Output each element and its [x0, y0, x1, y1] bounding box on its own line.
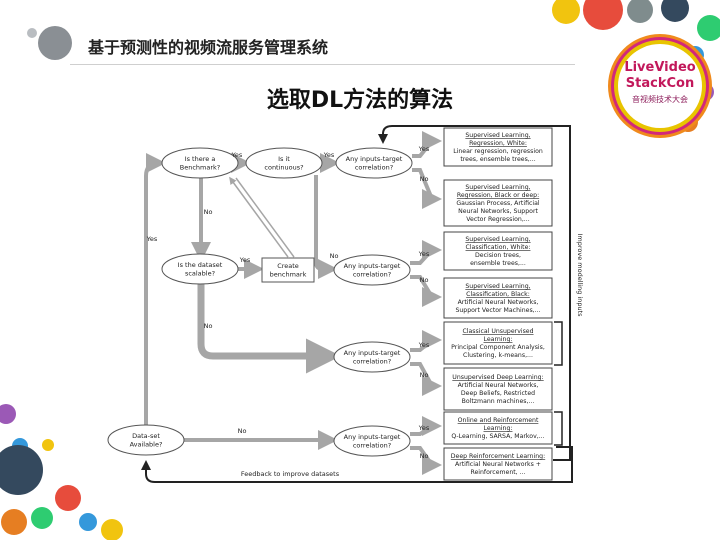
method-title: Classification, Black:	[466, 291, 530, 298]
edge-label-no: No	[420, 371, 429, 379]
create-benchmark-label: benchmark	[270, 271, 307, 279]
method-body: Artificial Neural Networks,	[458, 382, 539, 389]
method-body: Principal Component Analysis,	[451, 344, 545, 351]
decision-label: Available?	[130, 441, 163, 449]
method-body: Vector Regression,...	[466, 216, 529, 223]
edge-label-no: No	[420, 452, 429, 460]
feedback-label: Feedback to improve datasets	[241, 470, 340, 478]
decision-label: correlation?	[353, 358, 391, 366]
method-body: Q-Learning, SARSA, Markov,...	[451, 433, 544, 440]
method-title: Supervised Learning,	[465, 184, 530, 191]
method-body: Neural Networks, Support	[458, 208, 538, 215]
method-body: trees, ensemble trees,...	[460, 156, 535, 163]
method-body: Artificial Neural Networks +	[455, 461, 541, 468]
decision-label: Any inputs-target	[344, 349, 401, 357]
bracket	[554, 322, 562, 365]
decision-label: correlation?	[353, 442, 391, 450]
decision-label: Any inputs-target	[346, 155, 403, 163]
decision-label: continuous?	[264, 164, 303, 172]
decision-label: correlation?	[353, 271, 391, 279]
method-title: Supervised Learning,	[465, 132, 530, 139]
method-body: Linear regression, regression	[453, 148, 543, 155]
method-title: Regression, White:	[469, 140, 527, 147]
method-body: ensemble trees,...	[470, 260, 526, 267]
connector	[230, 178, 288, 257]
decision-label: Is it	[278, 155, 290, 163]
method-title: Regression, Black or deep:	[457, 192, 539, 199]
method-body: Deep Beliefs, Restricted	[461, 390, 535, 397]
decision-label: Data-set	[132, 432, 160, 440]
edge-label-no: No	[330, 252, 339, 260]
method-body: Decision trees,	[475, 252, 521, 259]
method-title: Online and Reinforcement	[458, 417, 539, 424]
connector	[201, 281, 334, 356]
method-title: Supervised Learning,	[465, 236, 530, 243]
improve-inputs-label: Improve modelling inputs	[576, 233, 584, 317]
method-body: Boltzmann machines,...	[462, 398, 535, 405]
method-body: Reinforcement, ...	[470, 469, 525, 476]
edge-label-yes: Yes	[418, 145, 430, 153]
edge-label-yes: Yes	[418, 250, 430, 258]
edge-label-no: No	[204, 208, 213, 216]
edge-label-yes: Yes	[323, 151, 335, 159]
decision-label: Any inputs-target	[344, 433, 401, 441]
method-title: Classical Unsupervised	[462, 328, 533, 335]
bracket	[554, 412, 562, 445]
method-body: Support Vector Machines,...	[455, 307, 540, 314]
connector	[236, 178, 294, 257]
method-title: Learning:	[484, 425, 513, 432]
method-title: Deep Reinforcement Learning:	[451, 453, 545, 460]
method-title: Classification, White:	[466, 244, 531, 251]
method-body: Clustering, k-means,...	[463, 352, 533, 359]
decision-label: Any inputs-target	[344, 262, 401, 270]
edge-label-yes: Yes	[239, 256, 251, 264]
decision-label: Is there a	[185, 155, 216, 163]
method-body: Gaussian Process, Artificial	[456, 200, 539, 207]
edge-label-no: No	[238, 427, 247, 435]
edge-label-yes: Yes	[418, 341, 430, 349]
edge-label-yes: Yes	[146, 235, 158, 243]
method-title: Unsupervised Deep Learning:	[452, 374, 543, 381]
edge-label-yes: Yes	[418, 424, 430, 432]
method-title: Supervised Learning,	[465, 283, 530, 290]
decision-label: scalable?	[185, 270, 215, 278]
edge-label-yes: Yes	[231, 151, 243, 159]
method-title: Learning:	[484, 336, 513, 343]
decision-label: correlation?	[355, 164, 393, 172]
edge-label-no: No	[420, 276, 429, 284]
create-benchmark-label: Create	[277, 262, 299, 270]
method-body: Artificial Neural Networks,	[458, 299, 539, 306]
connector	[146, 163, 162, 428]
decision-label: Is the dataset	[178, 261, 223, 269]
edge-label-no: No	[420, 175, 429, 183]
decision-label: Benchmark?	[180, 164, 220, 172]
edge-label-no: No	[204, 322, 213, 330]
